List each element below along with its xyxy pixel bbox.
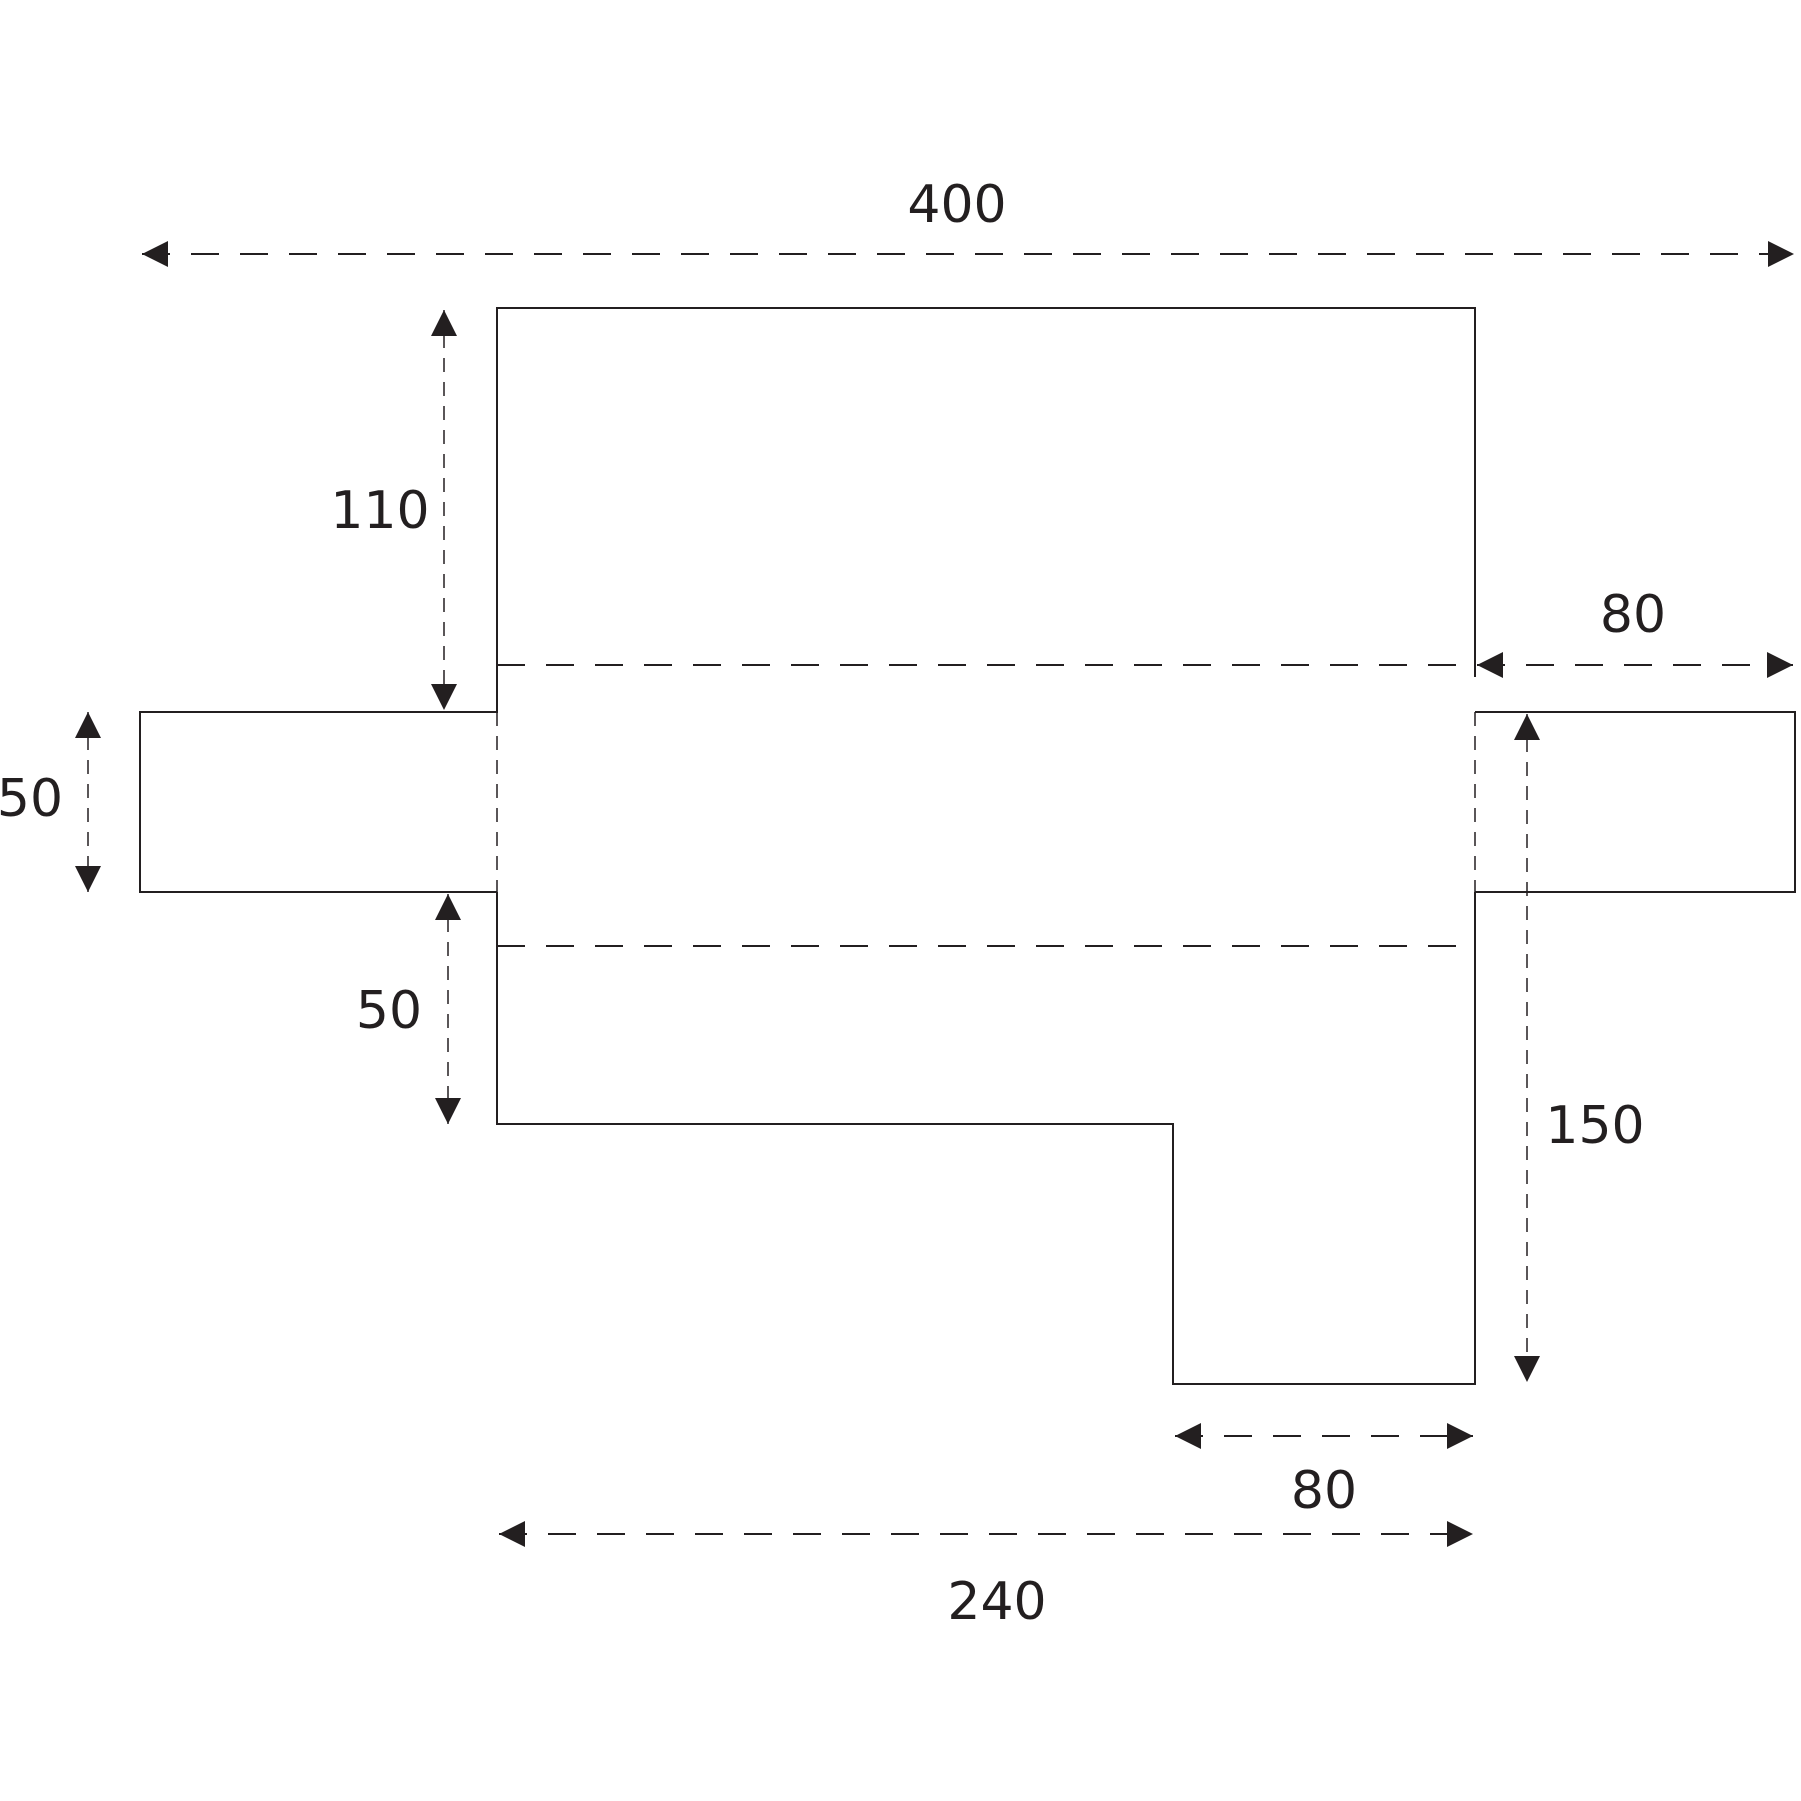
label-overall-width: 400 xyxy=(907,175,1006,235)
label-right-tab-width: 80 xyxy=(1600,585,1666,645)
main-panel-outline xyxy=(139,307,1796,1385)
dimension-lines xyxy=(75,241,1794,1547)
label-left-tab-height: 50 xyxy=(0,769,63,829)
label-lower-band-height: 50 xyxy=(356,981,422,1041)
dimension-labels: 400 110 50 50 80 150 80 240 xyxy=(0,175,1666,1632)
label-right-height: 150 xyxy=(1545,1096,1644,1156)
net-outline xyxy=(139,307,1796,1385)
label-top-height: 110 xyxy=(330,481,429,541)
label-notch-width: 80 xyxy=(1291,1461,1357,1521)
fold-lines xyxy=(496,664,1476,947)
label-bottom-width: 240 xyxy=(947,1572,1046,1632)
